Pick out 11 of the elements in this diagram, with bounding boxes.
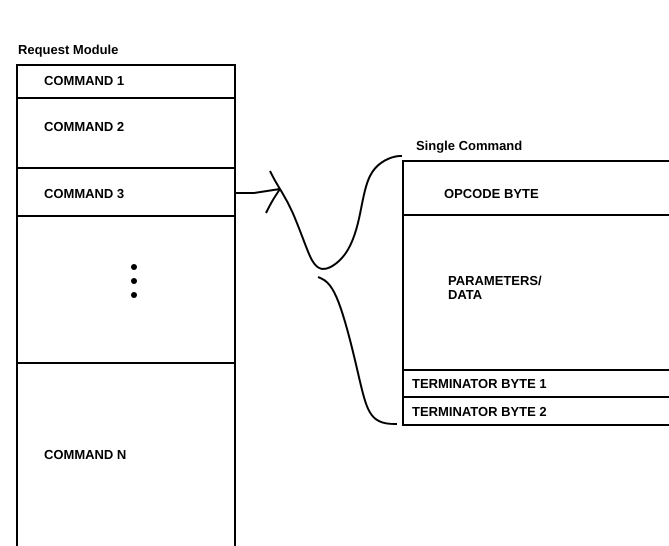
expansion-brace — [233, 155, 403, 425]
field-label: COMMAND 2 — [44, 119, 124, 134]
field-label: COMMAND 3 — [44, 186, 124, 201]
field-label: COMMAND 1 — [44, 73, 124, 88]
module-title: Single Command — [416, 138, 522, 153]
field-label: TERMINATOR BYTE 2 — [412, 404, 547, 419]
module-title: Request Module — [18, 42, 118, 57]
field-label: TERMINATOR BYTE 1 — [412, 376, 547, 391]
field-label: OPCODE BYTE — [444, 186, 539, 201]
field-label: PARAMETERS/ DATA — [448, 274, 540, 302]
field-label: COMMAND N — [44, 447, 126, 462]
